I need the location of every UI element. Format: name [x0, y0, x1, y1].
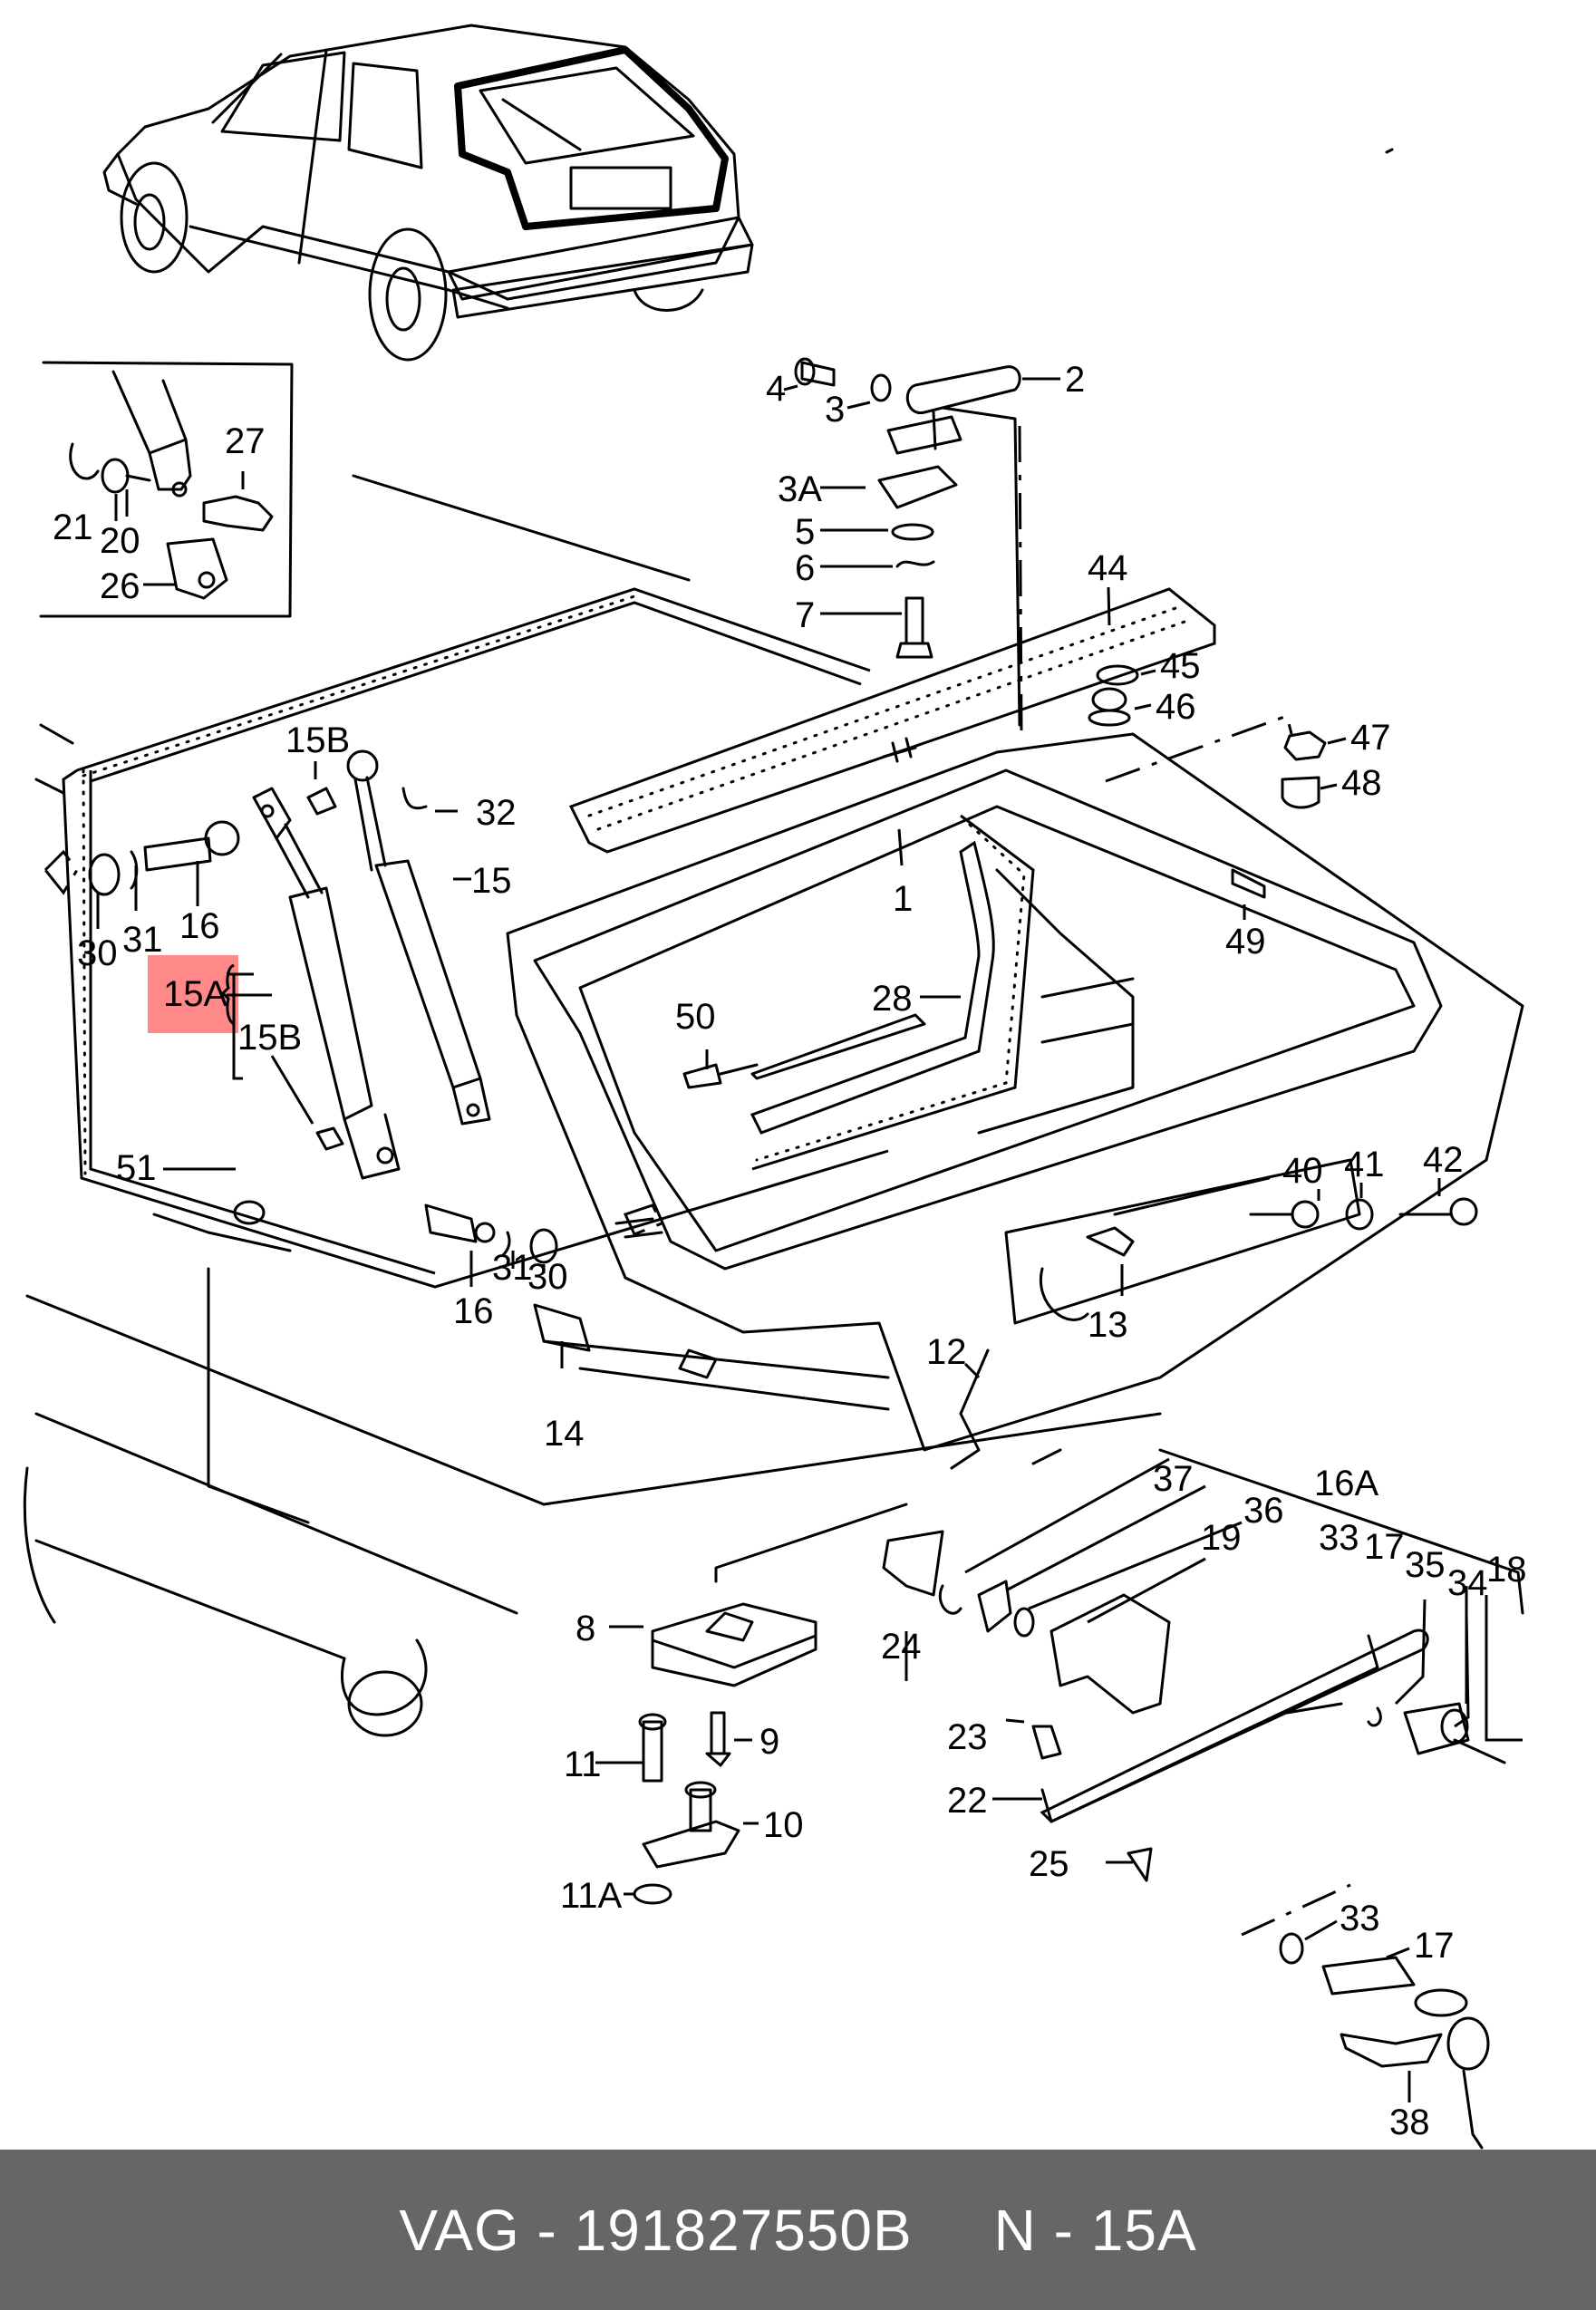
callout-4: 4 [766, 369, 786, 409]
callout-22: 22 [947, 1781, 988, 1821]
callout-15b-top: 15B [285, 720, 350, 760]
callout-45: 45 [1160, 646, 1201, 686]
brand-separator: - [537, 2197, 557, 2263]
callout-48: 48 [1341, 763, 1382, 803]
callout-49: 49 [1225, 922, 1266, 962]
callout-5: 5 [795, 512, 815, 552]
callout-31-bottom: 31 [492, 1248, 533, 1288]
brand-label: VAG [399, 2197, 520, 2263]
callout-44: 44 [1088, 548, 1128, 588]
position-prefix: N [993, 2197, 1037, 2263]
callout-27: 27 [225, 421, 266, 461]
callout-17-cylinder: 17 [1414, 1926, 1455, 1966]
part-number: 191827550B [574, 2197, 913, 2263]
part-info-footer: VAG - 191827550B N - 15A [0, 2150, 1596, 2310]
callout-16a: 16A [1314, 1464, 1378, 1503]
position-number: 15A [1090, 2197, 1197, 2263]
callout-51: 51 [116, 1148, 157, 1188]
callout-9: 9 [759, 1722, 779, 1762]
callout-50: 50 [675, 997, 716, 1037]
callout-labels: 1 2 3 3A 4 5 6 7 8 9 10 11 11A 12 13 14 … [53, 360, 1527, 2142]
callout-30-top: 30 [77, 933, 118, 973]
callout-17-kit: 17 [1364, 1527, 1405, 1567]
roof-spoiler-trim [568, 587, 1216, 854]
callout-16-top: 16 [179, 906, 220, 946]
callout-47: 47 [1350, 718, 1391, 758]
callout-13: 13 [1088, 1305, 1128, 1345]
callout-3a: 3A [778, 469, 822, 509]
callout-21: 21 [53, 507, 93, 547]
callout-15b-bottom: 15B [237, 1018, 302, 1058]
callout-46: 46 [1156, 687, 1196, 727]
lock-cylinder-and-keys [1241, 1883, 1490, 2150]
callout-37: 37 [1153, 1459, 1194, 1499]
callout-38: 38 [1389, 2102, 1430, 2142]
callout-32: 32 [476, 793, 517, 833]
callout-19: 19 [1201, 1518, 1242, 1558]
parts-diagram: 1 2 3 3A 4 5 6 7 8 9 10 11 11A 12 13 14 … [23, 24, 1527, 2150]
callout-40: 40 [1282, 1151, 1323, 1191]
small-fasteners [233, 664, 1478, 1352]
callout-25: 25 [1029, 1844, 1069, 1884]
rear-body-bumper [23, 1213, 1162, 1737]
callout-12: 12 [926, 1332, 967, 1372]
callout-15a-brace [220, 963, 235, 1026]
window-seal-strip [750, 840, 995, 1135]
callout-31-top: 31 [122, 920, 163, 960]
callout-33-kit: 33 [1319, 1518, 1359, 1558]
car-overview-illustration [102, 24, 1394, 362]
callout-41: 41 [1344, 1145, 1385, 1184]
callout-20: 20 [100, 521, 140, 561]
callout-11a: 11A [560, 1876, 623, 1916]
callout-8: 8 [576, 1609, 595, 1648]
callout-34: 34 [1447, 1563, 1488, 1603]
callout-33-cylinder: 33 [1340, 1899, 1380, 1938]
handle-lock-kit [882, 1448, 1524, 1882]
callout-26: 26 [100, 566, 140, 606]
callout-3: 3 [825, 390, 845, 430]
body-opening-seal [34, 474, 889, 1289]
inset-strut-mount-detail [39, 361, 294, 618]
callout-15: 15 [471, 861, 512, 901]
callout-10: 10 [763, 1805, 804, 1845]
callout-1: 1 [893, 879, 913, 919]
position-separator: - [1053, 2197, 1074, 2263]
callout-35: 35 [1405, 1545, 1446, 1585]
callout-28: 28 [872, 979, 913, 1019]
gas-strut-assembly [252, 749, 491, 1180]
callout-leader-lines [96, 377, 1523, 2102]
callout-11: 11 [564, 1745, 602, 1784]
callout-18: 18 [1486, 1550, 1527, 1590]
ball-stud-fittings [43, 820, 664, 1264]
callout-7: 7 [795, 595, 815, 635]
callout-16-bottom: 16 [453, 1291, 494, 1331]
callout-14: 14 [544, 1414, 585, 1454]
callout-6: 6 [795, 548, 815, 588]
callout-30-bottom: 30 [527, 1257, 568, 1297]
lock-assembly [633, 1503, 908, 1905]
callout-42: 42 [1423, 1140, 1464, 1180]
callout-36: 36 [1243, 1491, 1284, 1531]
callout-2: 2 [1065, 360, 1085, 400]
callout-15a: 15A [163, 974, 227, 1014]
hinge-assembly [794, 357, 1023, 735]
tailgate-panel [506, 732, 1524, 1470]
callout-23: 23 [947, 1717, 988, 1757]
callout-24: 24 [881, 1627, 922, 1667]
